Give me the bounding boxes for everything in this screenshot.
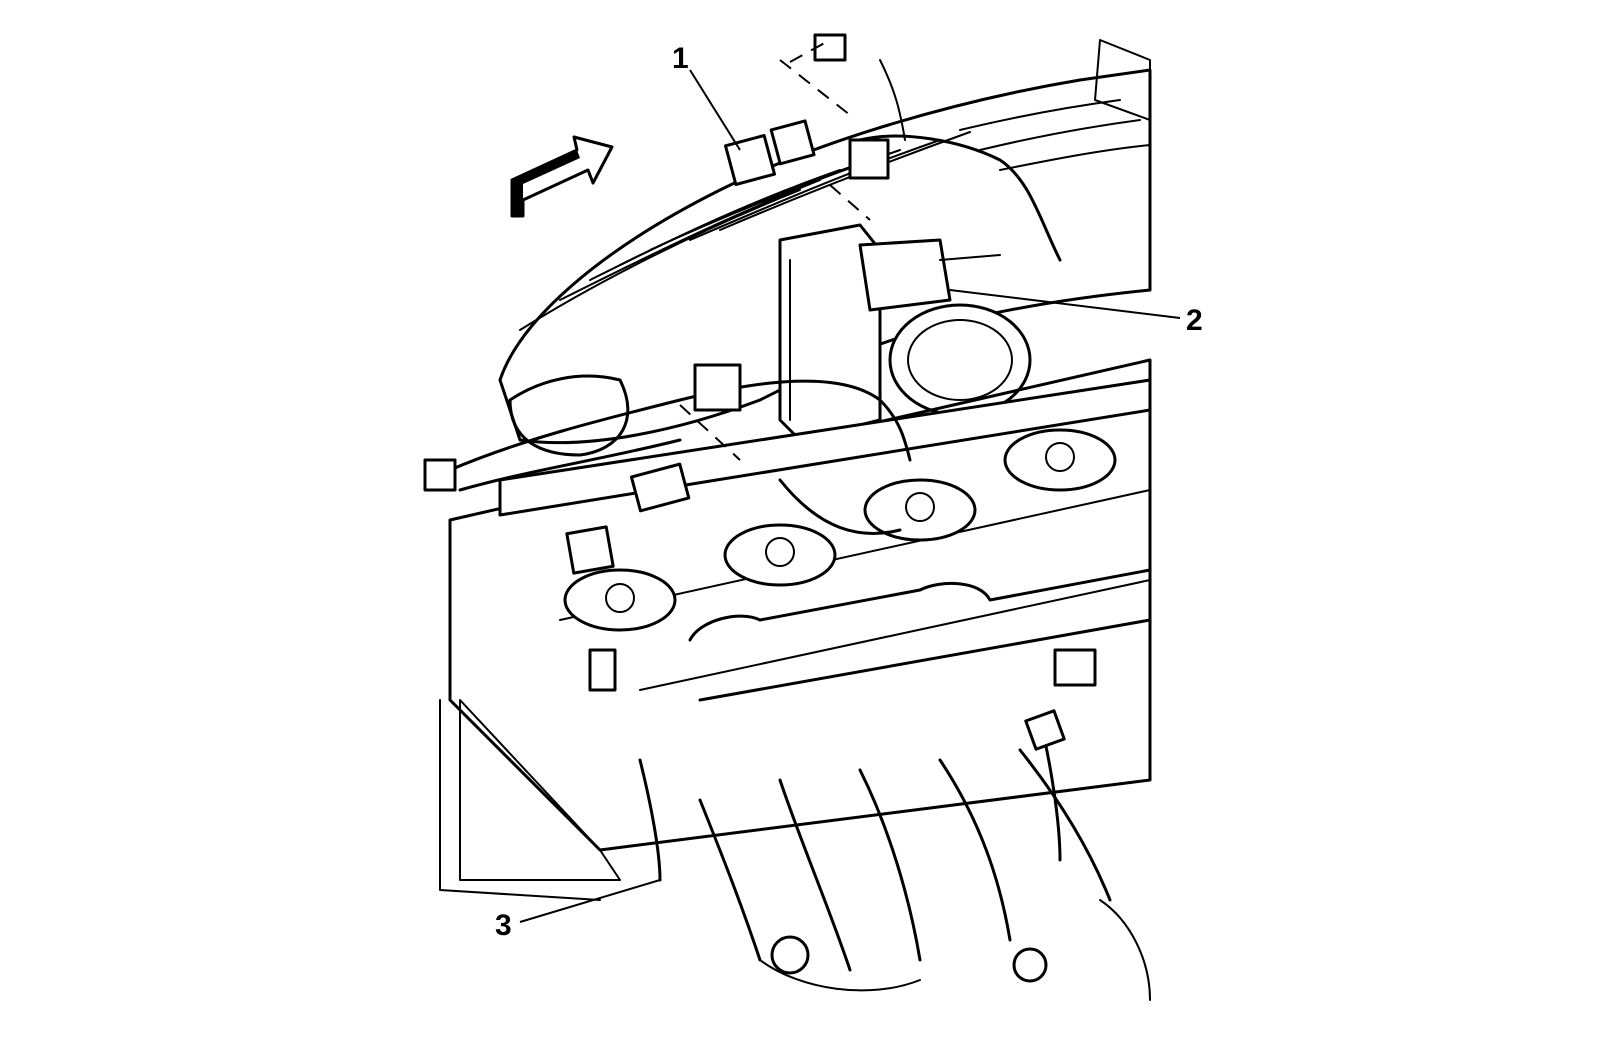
- forward-arrow-icon: [510, 135, 614, 218]
- callout-1-label: 1: [672, 42, 689, 75]
- ignition-coils: [563, 428, 1117, 632]
- callout-3-label: 3: [495, 909, 512, 942]
- callout-leaders: [519, 69, 1181, 923]
- leader-3: [519, 879, 661, 923]
- leader-1: [689, 69, 741, 151]
- exhaust-manifold: [698, 748, 1151, 1001]
- intake-manifold: [498, 39, 1152, 457]
- assembly-lines: [679, 39, 871, 461]
- throttle-body: [778, 223, 1032, 442]
- callout-2-label: 2: [1186, 304, 1203, 337]
- leader-2: [949, 289, 1181, 319]
